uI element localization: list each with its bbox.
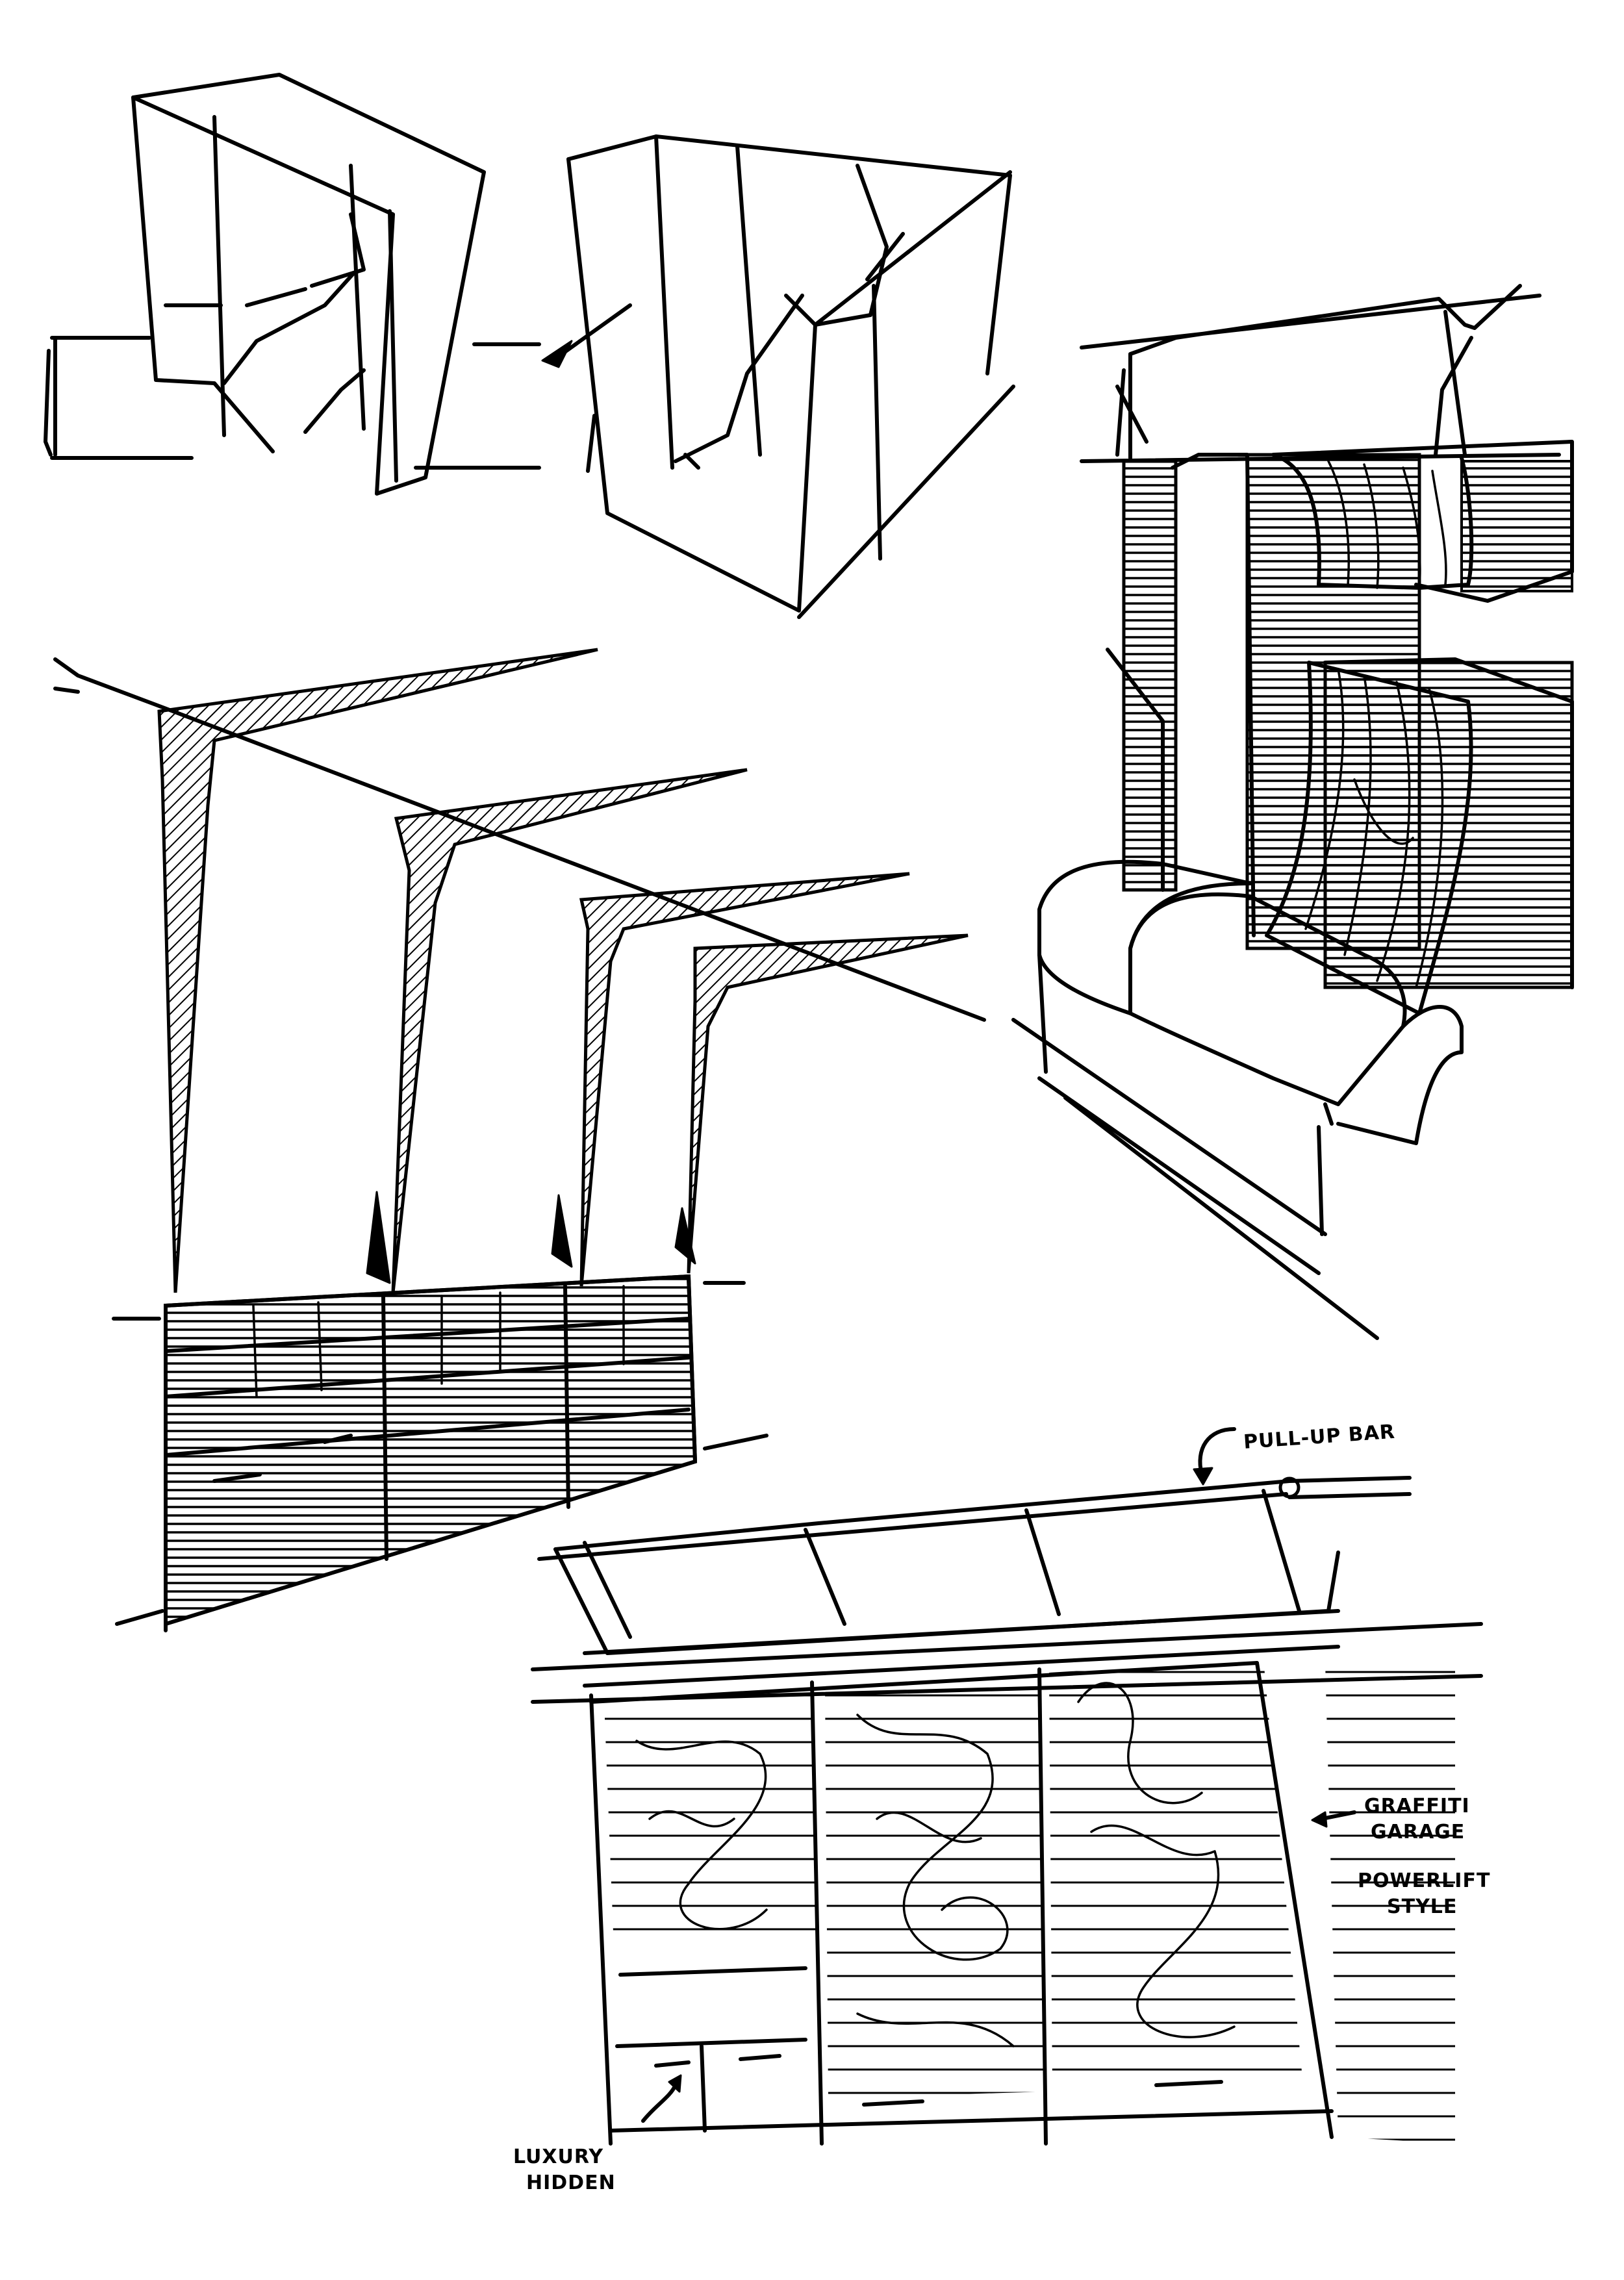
sketch-wall-boxes — [44, 73, 1015, 619]
label-hidden: HIDDEN — [526, 2172, 616, 2194]
sketch-bracket-wall — [53, 648, 986, 1632]
label-graffiti: GRAFFITI — [1364, 1795, 1470, 1818]
sketch-bench-nook — [1011, 284, 1574, 1340]
label-powerlift: POWERLIFT — [1358, 1869, 1490, 1892]
label-luxury: LUXURY — [513, 2146, 603, 2168]
label-pull-up-bar: PULL-UP BAR — [1243, 1421, 1396, 1454]
label-style: STYLE — [1387, 1895, 1457, 1918]
label-garage: GARAGE — [1371, 1821, 1465, 1843]
sketch-garage-wall — [531, 1427, 1483, 2146]
